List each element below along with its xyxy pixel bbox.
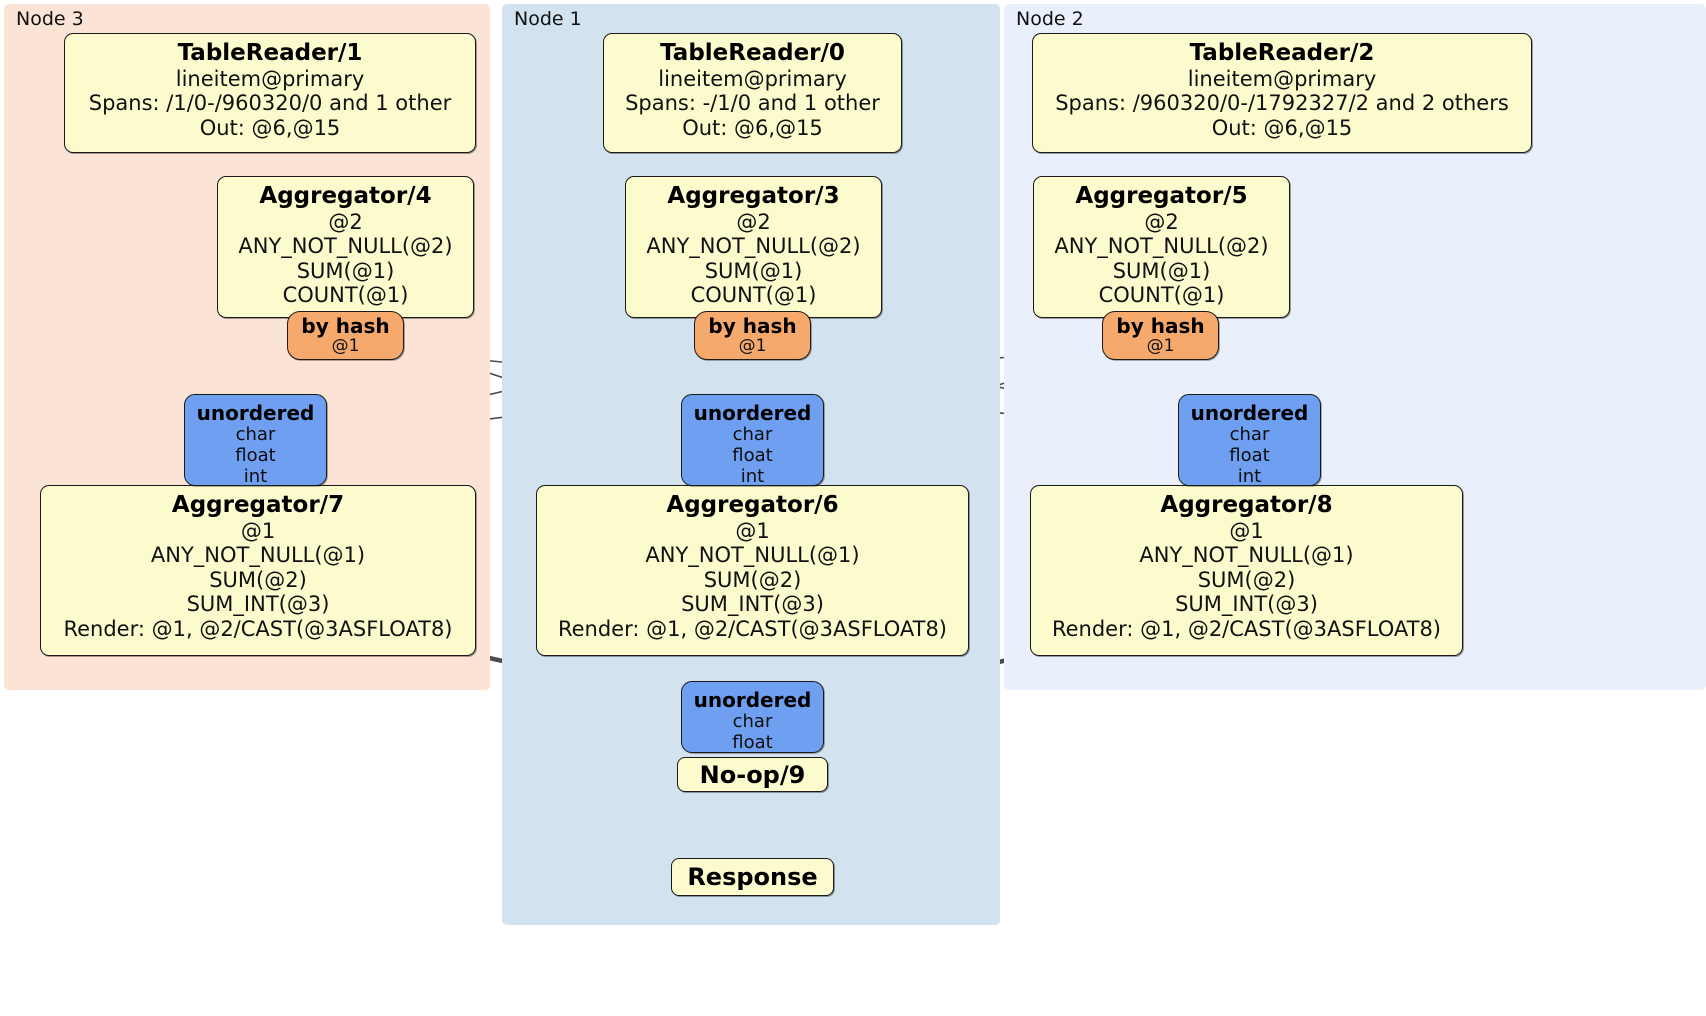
processor-detail-agg2: COUNT(@1) [690,283,817,308]
processor-detail-agg2: SUM_INT(@3) [1175,592,1318,617]
processor-detail-agg0: ANY_NOT_NULL(@2) [238,234,453,259]
processor-detail-groupcol: @1 [735,518,770,543]
processor-detail-agg1: SUM(@2) [209,567,307,592]
router-title: by hash [301,314,390,339]
processor-aggregator-5[interactable]: Aggregator/5 @2 ANY_NOT_NULL(@2) SUM(@1)… [1033,176,1290,318]
synchronizer-type-0: char [732,711,773,732]
synchronizer-type-0: char [235,424,276,445]
router-columns: @1 [738,336,767,357]
processor-aggregator-6[interactable]: Aggregator/6 @1 ANY_NOT_NULL(@1) SUM(@2)… [536,485,969,656]
processor-detail-agg0: ANY_NOT_NULL(@2) [646,234,861,259]
processor-detail-agg2: SUM_INT(@3) [681,592,824,617]
synchronizer-type-1: float [1229,444,1270,466]
synchronizer-type-1: float [732,731,773,753]
processor-aggregator-4[interactable]: Aggregator/4 @2 ANY_NOT_NULL(@2) SUM(@1)… [217,176,474,318]
node-panel-label-node3: Node 3 [16,8,84,30]
processor-detail-agg1: SUM(@1) [296,258,395,283]
processor-detail-groupcol: @2 [736,209,771,234]
terminal-response[interactable]: Response [671,858,834,896]
processor-title: TableReader/0 [660,40,845,66]
processor-aggregator-8[interactable]: Aggregator/8 @1 ANY_NOT_NULL(@1) SUM(@2)… [1030,485,1463,656]
synchronizer-unordered-6[interactable]: unordered char float int [681,394,824,487]
processor-detail-agg1: SUM(@1) [704,258,803,283]
synchronizer-type-0: char [732,424,773,445]
synchronizer-unordered-7[interactable]: unordered char float int [184,394,327,487]
processor-table-reader-1[interactable]: TableReader/1 lineitem@primary Spans: /1… [64,33,476,153]
processor-detail-agg0: ANY_NOT_NULL(@1) [645,543,860,568]
synchronizer-type-2: int [740,465,765,487]
router-title: by hash [1116,314,1205,339]
router-columns: @1 [331,336,360,357]
router-by-hash-4[interactable]: by hash @1 [287,311,404,360]
router-by-hash-3[interactable]: by hash @1 [694,311,811,360]
synchronizer-type-1: float [235,444,276,466]
response-label: Response [687,863,818,891]
processor-title: Aggregator/7 [171,492,345,518]
synchronizer-title: unordered [1190,401,1309,425]
processor-detail-groupcol: @1 [240,518,276,543]
processor-detail-out: Out: @6,@15 [1211,115,1353,140]
processor-detail-groupcol: @1 [1229,518,1264,543]
processor-aggregator-3[interactable]: Aggregator/3 @2 ANY_NOT_NULL(@2) SUM(@1)… [625,176,882,318]
processor-detail-spans: Spans: /960320/0-/1792327/2 and 2 others [1055,91,1509,116]
router-columns: @1 [1146,336,1175,357]
processor-detail-agg1: SUM(@1) [1112,258,1211,283]
processor-detail-table: lineitem@primary [1187,66,1377,91]
processor-table-reader-2[interactable]: TableReader/2 lineitem@primary Spans: /9… [1032,33,1532,153]
processor-detail-agg2: COUNT(@1) [282,283,409,308]
processor-title: Aggregator/6 [666,492,839,518]
processor-detail-agg1: SUM(@2) [1197,567,1296,592]
node-panel-label-node1: Node 1 [514,8,582,30]
synchronizer-title: unordered [693,401,812,425]
processor-detail-agg0: ANY_NOT_NULL(@1) [1139,543,1354,568]
router-title: by hash [708,314,797,339]
processor-detail-table: lineitem@primary [175,66,365,91]
processor-detail-agg0: ANY_NOT_NULL(@2) [1054,234,1269,259]
synchronizer-type-0: char [1229,424,1270,445]
processor-detail-agg0: ANY_NOT_NULL(@1) [150,543,366,568]
router-by-hash-5[interactable]: by hash @1 [1102,311,1219,360]
processor-detail-render: Render: @1, @2/CAST(@3ASFLOAT8) [1051,617,1442,641]
processor-title: TableReader/1 [177,40,363,66]
processor-aggregator-7[interactable]: Aggregator/7 @1 ANY_NOT_NULL(@1) SUM(@2)… [40,485,476,656]
processor-detail-render: Render: @1, @2/CAST(@3ASFLOAT8) [557,617,948,641]
processor-title: Aggregator/5 [1075,183,1248,209]
node-panel-label-node2: Node 2 [1016,8,1084,30]
noop-label: No-op/9 [699,760,806,789]
processor-title: Aggregator/3 [667,183,840,209]
synchronizer-type-2: int [1237,465,1262,487]
processor-noop-9[interactable]: No-op/9 [677,757,828,792]
processor-detail-agg2: SUM_INT(@3) [186,592,330,617]
synchronizer-title: unordered [196,401,315,425]
processor-title: Aggregator/8 [1160,492,1333,518]
processor-detail-out: Out: @6,@15 [682,115,823,140]
processor-detail-groupcol: @2 [328,209,363,234]
processor-detail-groupcol: @2 [1144,209,1179,234]
synchronizer-title: unordered [693,688,812,712]
processor-detail-spans: Spans: /1/0-/960320/0 and 1 other [88,91,452,116]
processor-detail-agg2: COUNT(@1) [1098,283,1225,308]
processor-detail-out: Out: @6,@15 [199,115,341,140]
processor-detail-spans: Spans: -/1/0 and 1 other [625,91,880,116]
processor-table-reader-0[interactable]: TableReader/0 lineitem@primary Spans: -/… [603,33,902,153]
processor-title: TableReader/2 [1189,40,1375,66]
processor-detail-agg1: SUM(@2) [703,567,802,592]
processor-title: Aggregator/4 [259,183,432,209]
synchronizer-unordered-final[interactable]: unordered char float [681,681,824,753]
synchronizer-type-2: int [243,465,268,487]
processor-detail-table: lineitem@primary [658,66,847,91]
synchronizer-type-1: float [732,444,773,466]
synchronizer-unordered-8[interactable]: unordered char float int [1178,394,1321,487]
processor-detail-render: Render: @1, @2/CAST(@3ASFLOAT8) [63,617,453,641]
